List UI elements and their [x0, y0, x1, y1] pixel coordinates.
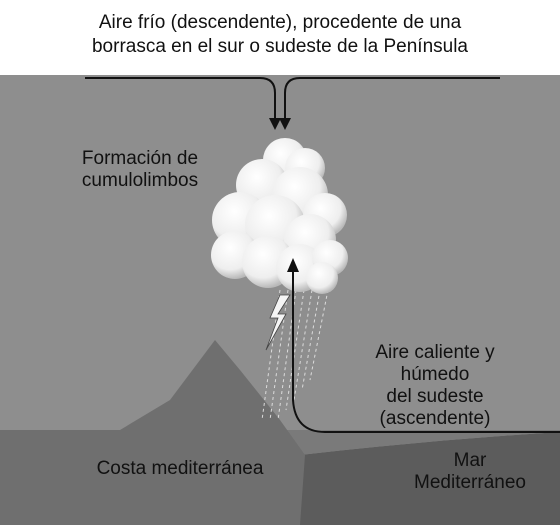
warm-air-arrow: [292, 268, 560, 433]
cumulonimbus-cloud-icon: [211, 138, 348, 294]
sea-area: [300, 432, 560, 525]
sea-label-line2: Mediterráneo: [414, 472, 526, 493]
mountain: [0, 340, 305, 525]
warm-air-label-line3: del sudeste: [386, 386, 484, 407]
coast-label: Costa mediterránea: [96, 458, 264, 479]
cold-air-arrowhead-left: [269, 118, 281, 130]
title-band: [0, 0, 560, 75]
lightning-bolt-icon: [265, 294, 291, 351]
cold-air-label-line2: borrasca en el sur o sudeste de la Penín…: [91, 36, 468, 57]
cold-air-arrow: [85, 77, 500, 122]
cold-air-label-line1: Aire frío (descendente), procedente de u…: [98, 12, 462, 33]
warm-air-label-line1: Aire caliente y: [375, 342, 495, 363]
cold-air-arrowhead-right: [279, 118, 291, 130]
warm-air-label-line4: (ascendente): [379, 408, 491, 429]
cloud-label-line2: cumulolimbos: [81, 170, 199, 191]
rain-shower-icon: [261, 289, 329, 421]
warm-air-label-line2: húmedo: [400, 364, 470, 385]
warm-air-arrowhead: [287, 258, 299, 272]
sea-label-line1: Mar: [453, 450, 487, 471]
cloud-label-line1: Formación de: [81, 148, 199, 169]
